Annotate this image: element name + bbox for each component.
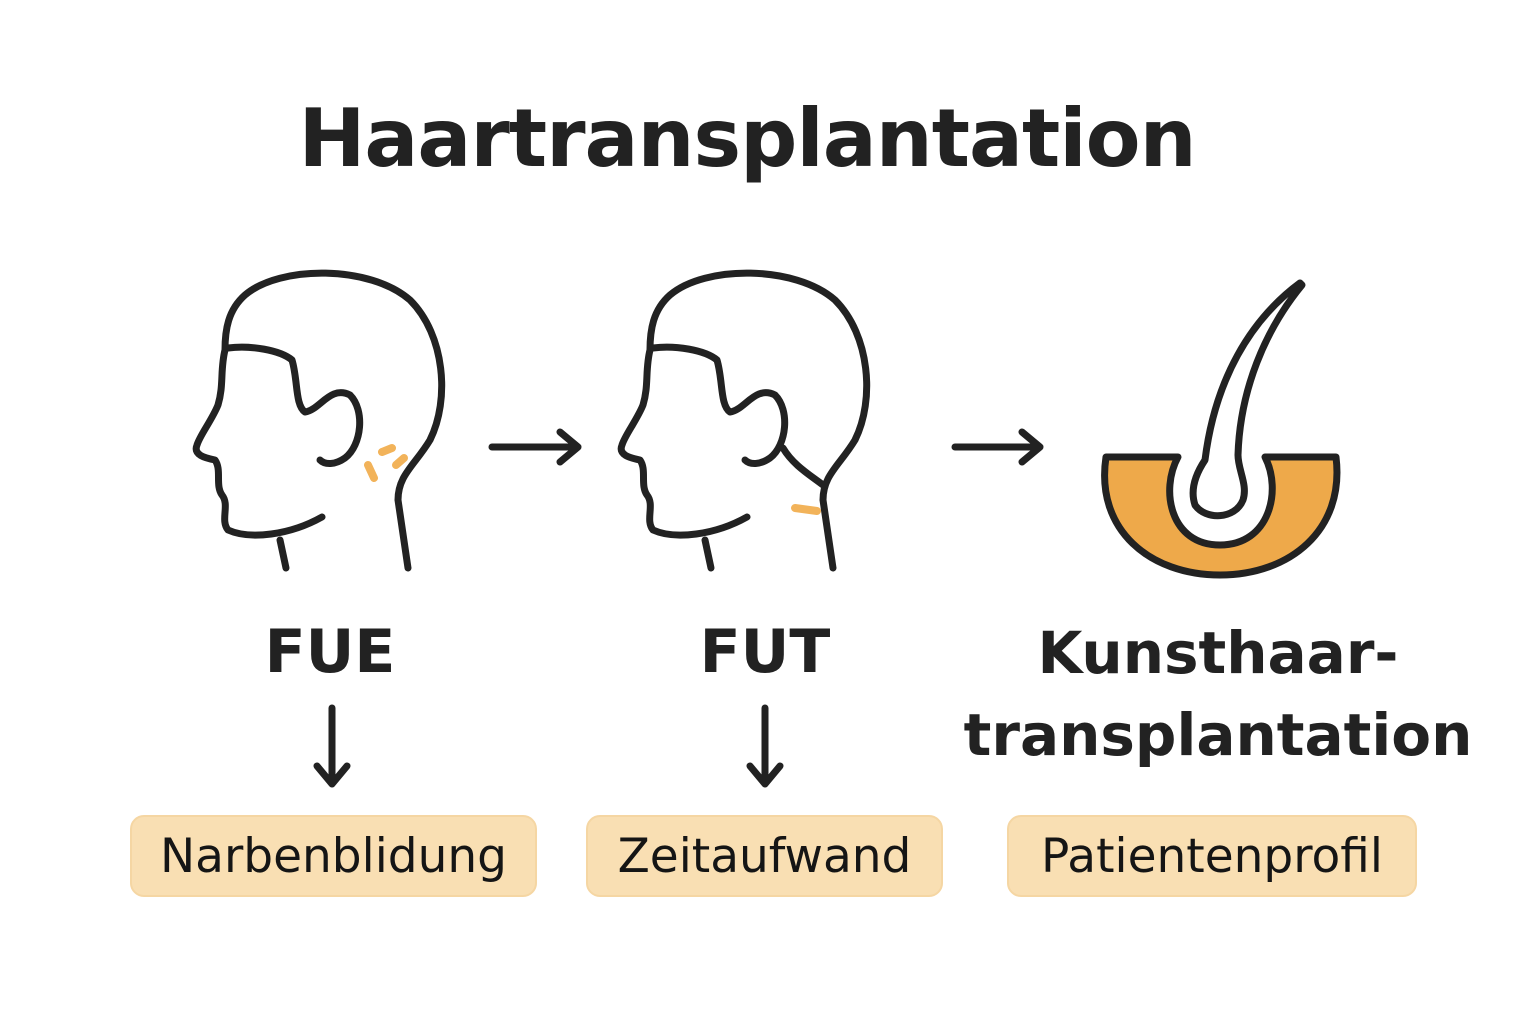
label-kunsthaar-line2: transplantation: [963, 701, 1473, 769]
label-kunsthaar-line1: Kunsthaar-: [1037, 619, 1399, 687]
arrow-right-icon: [488, 428, 582, 466]
outcome-box-kunsthaar: Patientenprofil: [1007, 815, 1417, 897]
label-fut: FUT: [699, 617, 831, 687]
label-fue: FUE: [264, 617, 396, 687]
arrow-down-icon: [313, 704, 351, 788]
outcome-text: Narbenblidung: [159, 828, 507, 884]
page-title: Haartransplantation: [298, 92, 1196, 185]
hair-follicle-icon: [1101, 279, 1341, 579]
head-fue-icon: [192, 269, 446, 572]
outcome-box-fue: Narbenblidung: [130, 815, 537, 897]
head-fut-icon: [617, 269, 871, 572]
outcome-text: Zeitaufwand: [617, 828, 912, 884]
arrow-right-icon: [951, 428, 1044, 466]
outcome-box-fut: Zeitaufwand: [586, 815, 943, 897]
outcome-text: Patientenprofil: [1041, 828, 1383, 884]
arrow-down-icon: [746, 704, 784, 788]
